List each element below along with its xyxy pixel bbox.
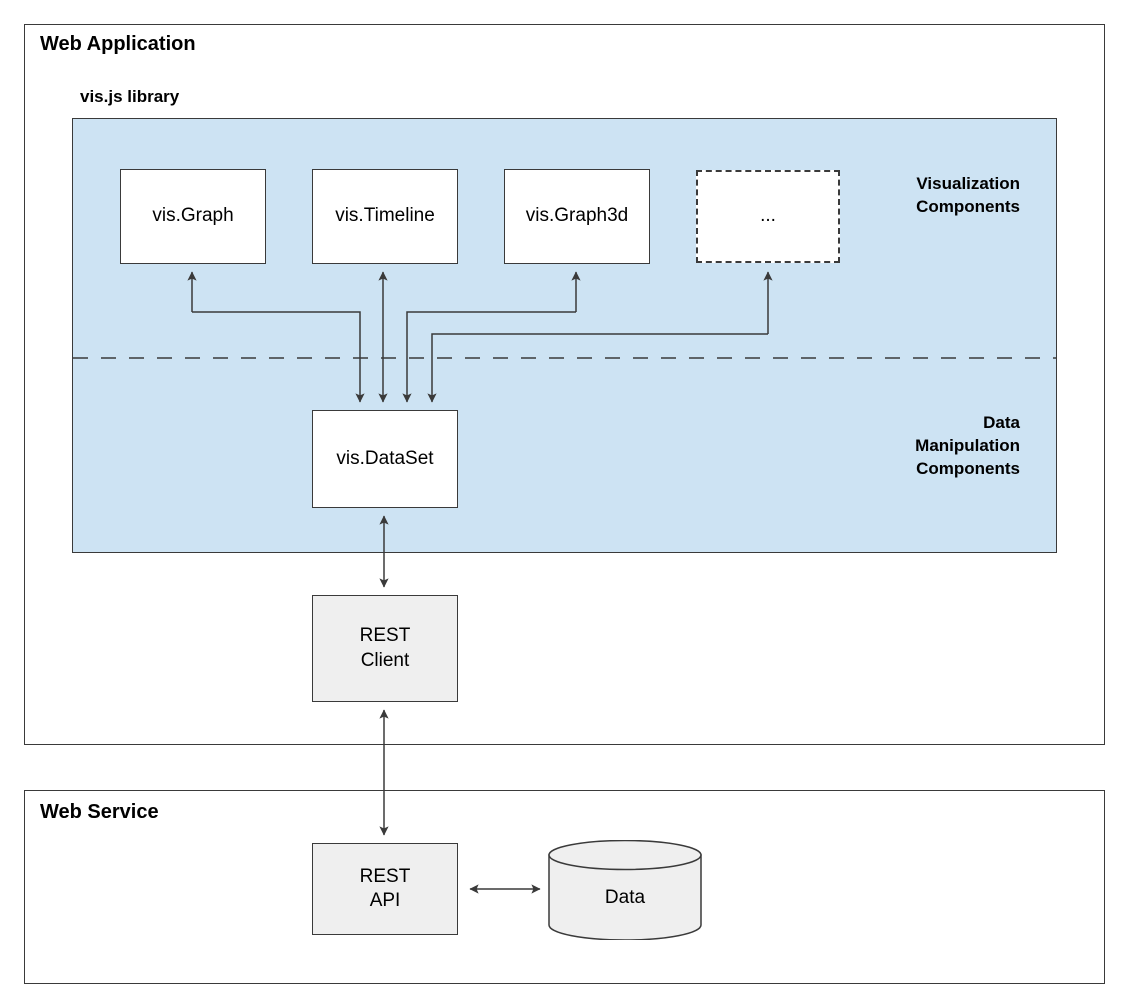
node-vis-timeline[interactable]: vis.Timeline xyxy=(312,169,458,264)
data-manipulation-components-label: Data Manipulation Components xyxy=(915,413,1020,479)
node-vis-graph3d[interactable]: vis.Graph3d xyxy=(504,169,650,264)
node-vis-graph[interactable]: vis.Graph xyxy=(120,169,266,264)
vis-js-library-title: vis.js library xyxy=(80,87,180,106)
cylinder-shape xyxy=(548,839,702,941)
node-data-store[interactable] xyxy=(548,839,702,941)
node-vis-more[interactable]: ... xyxy=(696,170,840,263)
frame-web-application-title: Web Application xyxy=(40,33,196,55)
node-vis-dataset[interactable]: vis.DataSet xyxy=(312,410,458,508)
frame-web-service-title: Web Service xyxy=(40,801,159,823)
node-data-store-label: Data xyxy=(604,886,646,908)
visualization-components-label: Visualization Components xyxy=(916,174,1020,217)
node-rest-client[interactable]: REST Client xyxy=(312,595,458,702)
node-rest-api[interactable]: REST API xyxy=(312,843,458,935)
